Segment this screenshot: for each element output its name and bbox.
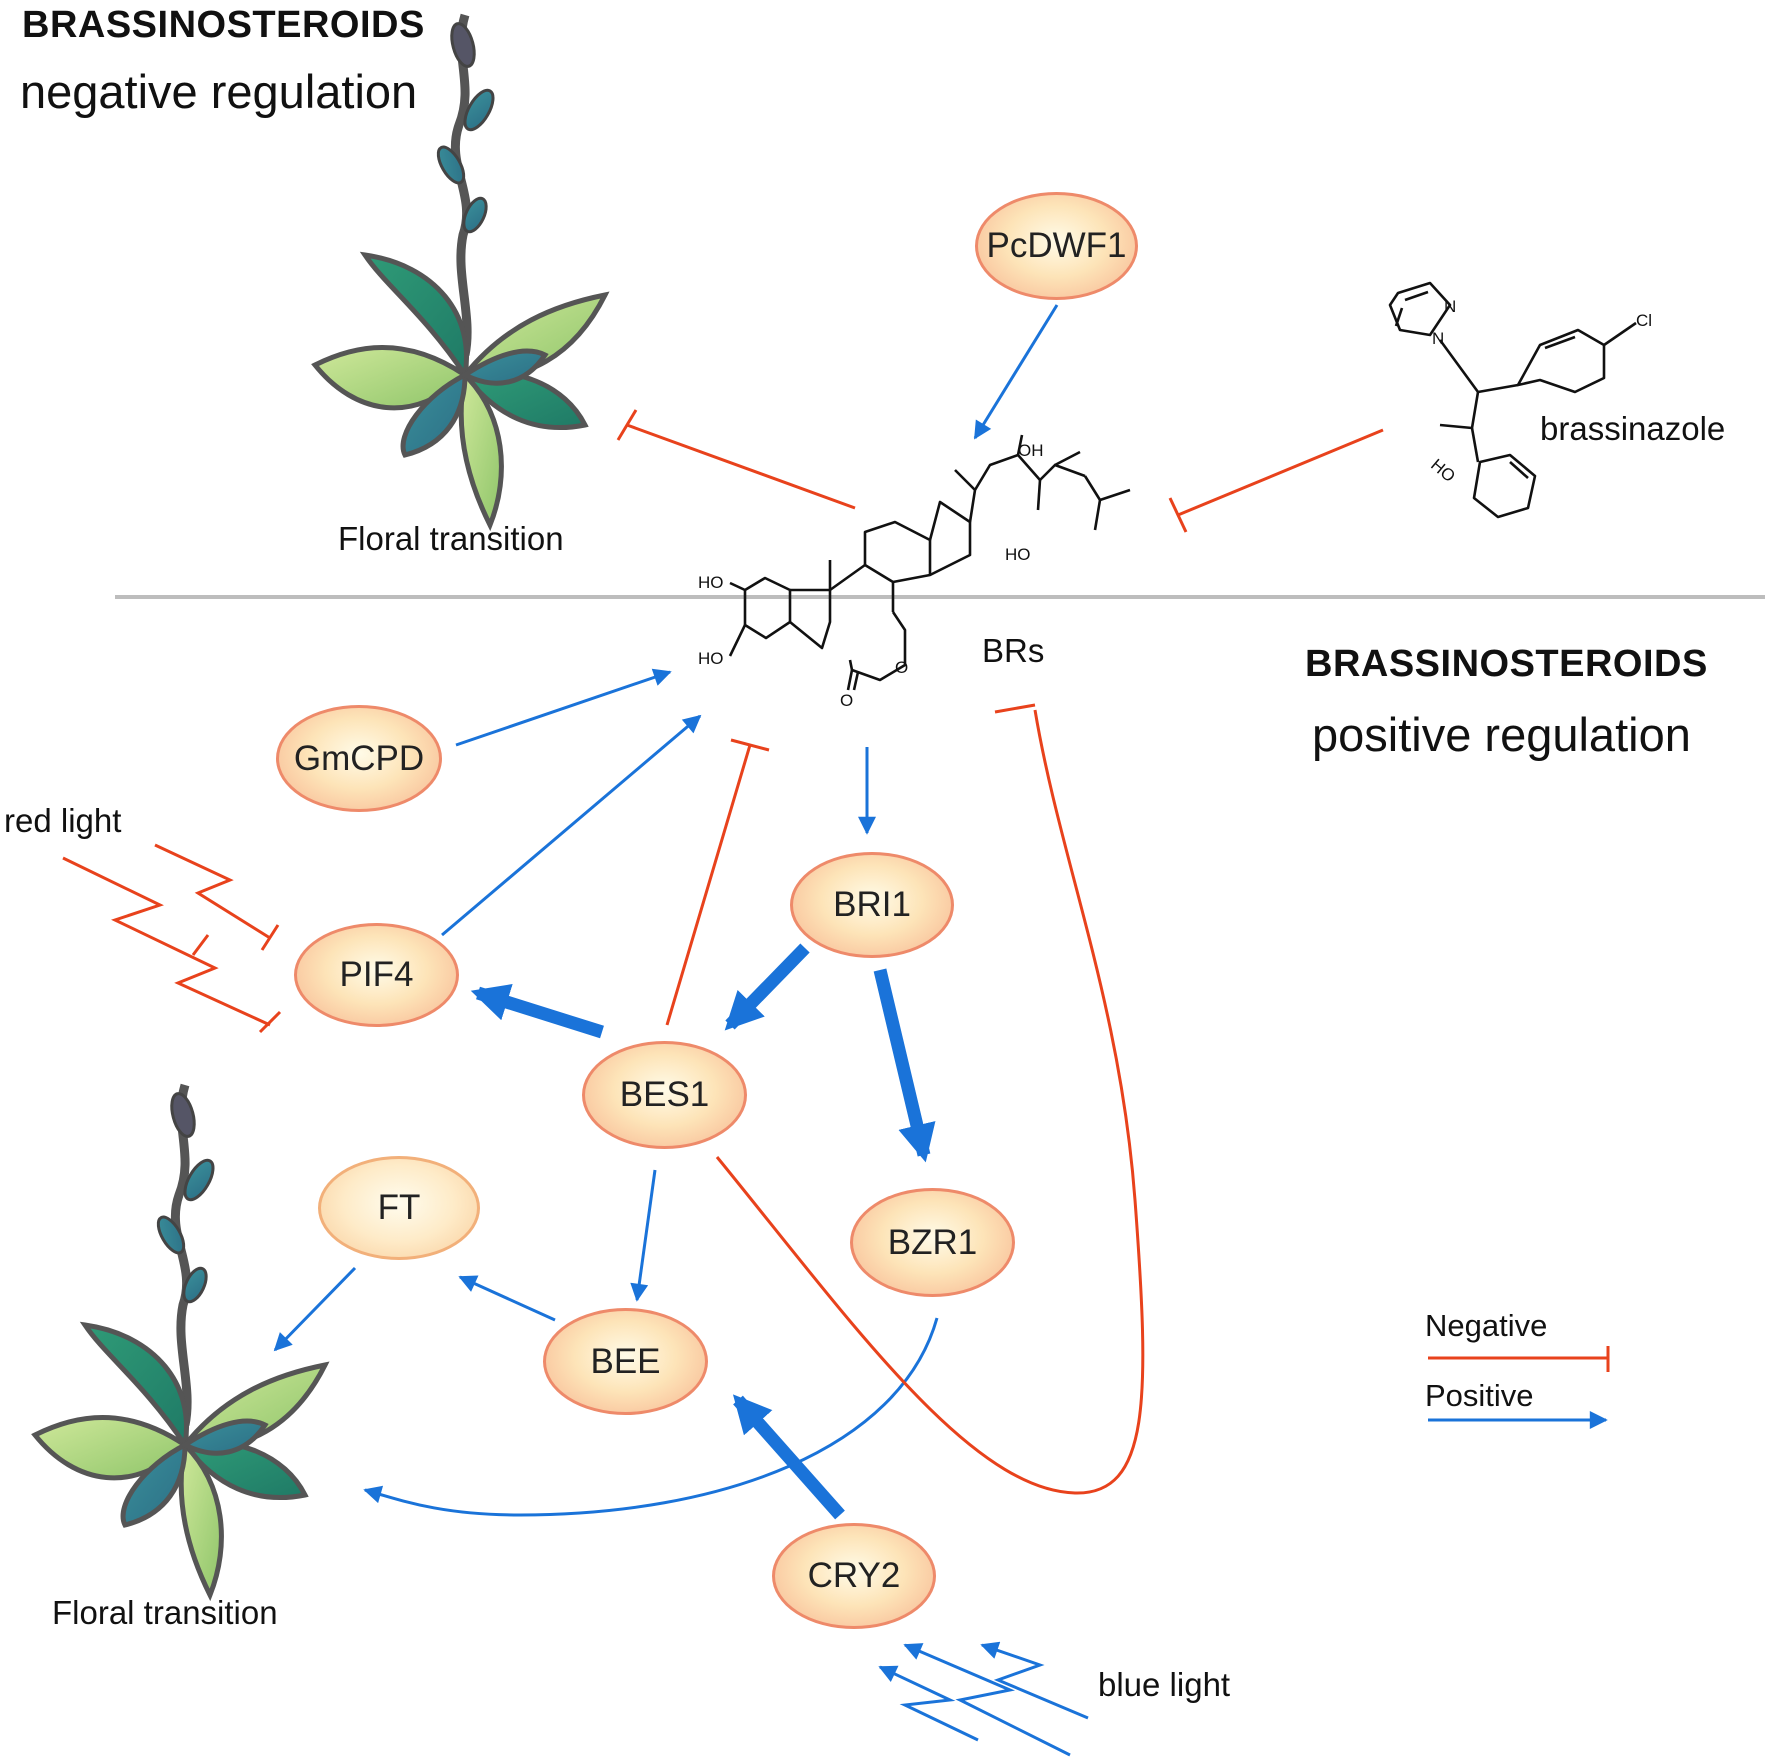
plant-illustration-bottom [35, 1085, 325, 1595]
inhibit-bes1-feedback-to-brs [715, 703, 1145, 1495]
chem-label-n1: N [1444, 297, 1456, 316]
chem-label-oh: OH [1018, 441, 1044, 460]
brassinosteroid-molecule [728, 434, 1131, 691]
legend-positive-label: Positive [1425, 1378, 1534, 1413]
inhibit-brassinazole-to-brs [1168, 428, 1384, 533]
node-bes1: BES1 [582, 1041, 747, 1149]
node-bee: BEE [543, 1308, 708, 1415]
arrow-gmcpd-to-brs [455, 668, 672, 747]
inhibit-brs-to-floral [616, 409, 856, 510]
legend-negative-line [1428, 1346, 1610, 1372]
chem-label-cl: Cl [1636, 311, 1652, 330]
arrow-cry2-to-bee [732, 1394, 845, 1520]
blue-light-rays [878, 1641, 1089, 1757]
blue-light-label: blue light [1098, 1666, 1231, 1703]
chem-label-o-keto: O [840, 691, 853, 710]
arrow-bri1-to-bes1 [724, 943, 810, 1031]
top-subtitle: negative regulation [20, 65, 418, 118]
brs-label: BRs [982, 632, 1045, 669]
arrow-bee-to-ft [458, 1275, 556, 1322]
right-title: BRASSINOSTEROIDS [1305, 643, 1708, 685]
arrow-bzr1-to-floral [363, 1317, 939, 1517]
chem-label-ho-chain: HO [1005, 545, 1031, 564]
arrow-pcdwf1-to-brs [973, 304, 1059, 440]
node-cry2: CRY2 [772, 1523, 936, 1629]
node-pif4: PIF4 [294, 923, 459, 1027]
arrow-bes1-to-pif4 [470, 983, 604, 1039]
node-gmcpd: GmCPD [276, 705, 442, 812]
chem-label-ho-ring-top: HO [698, 573, 724, 592]
arrow-bri1-to-bzr1 [873, 968, 936, 1163]
node-bzr1: BZR1 [850, 1188, 1015, 1297]
chem-label-ho-ring-bottom: HO [698, 649, 724, 668]
chem-label-ho-brassinazole: HO [1427, 455, 1459, 486]
node-bri1: BRI1 [790, 852, 954, 958]
arrow-bes1-to-bee [630, 1169, 657, 1302]
legend-negative-label: Negative [1425, 1308, 1548, 1343]
arrow-ft-to-floral [273, 1266, 357, 1352]
top-title: BRASSINOSTEROIDS [22, 4, 425, 46]
brassinazole-label: brassinazole [1540, 410, 1726, 447]
chem-label-n2: N [1432, 329, 1444, 348]
floral-transition-label-top: Floral transition [338, 520, 564, 557]
chem-label-o-ring: O [895, 658, 908, 677]
floral-transition-label-bottom: Floral transition [52, 1594, 278, 1631]
inhibit-bes1-to-brs [665, 738, 770, 1026]
node-ft: FT [318, 1156, 480, 1260]
red-light-label: red light [4, 802, 122, 839]
right-subtitle: positive regulation [1312, 708, 1691, 761]
arrow-pif4-to-brs [441, 714, 702, 937]
brassinazole-molecule [1388, 281, 1637, 519]
inhibit-red-light-to-pif4 [62, 843, 282, 1034]
node-pcdwf1: PcDWF1 [975, 192, 1138, 300]
